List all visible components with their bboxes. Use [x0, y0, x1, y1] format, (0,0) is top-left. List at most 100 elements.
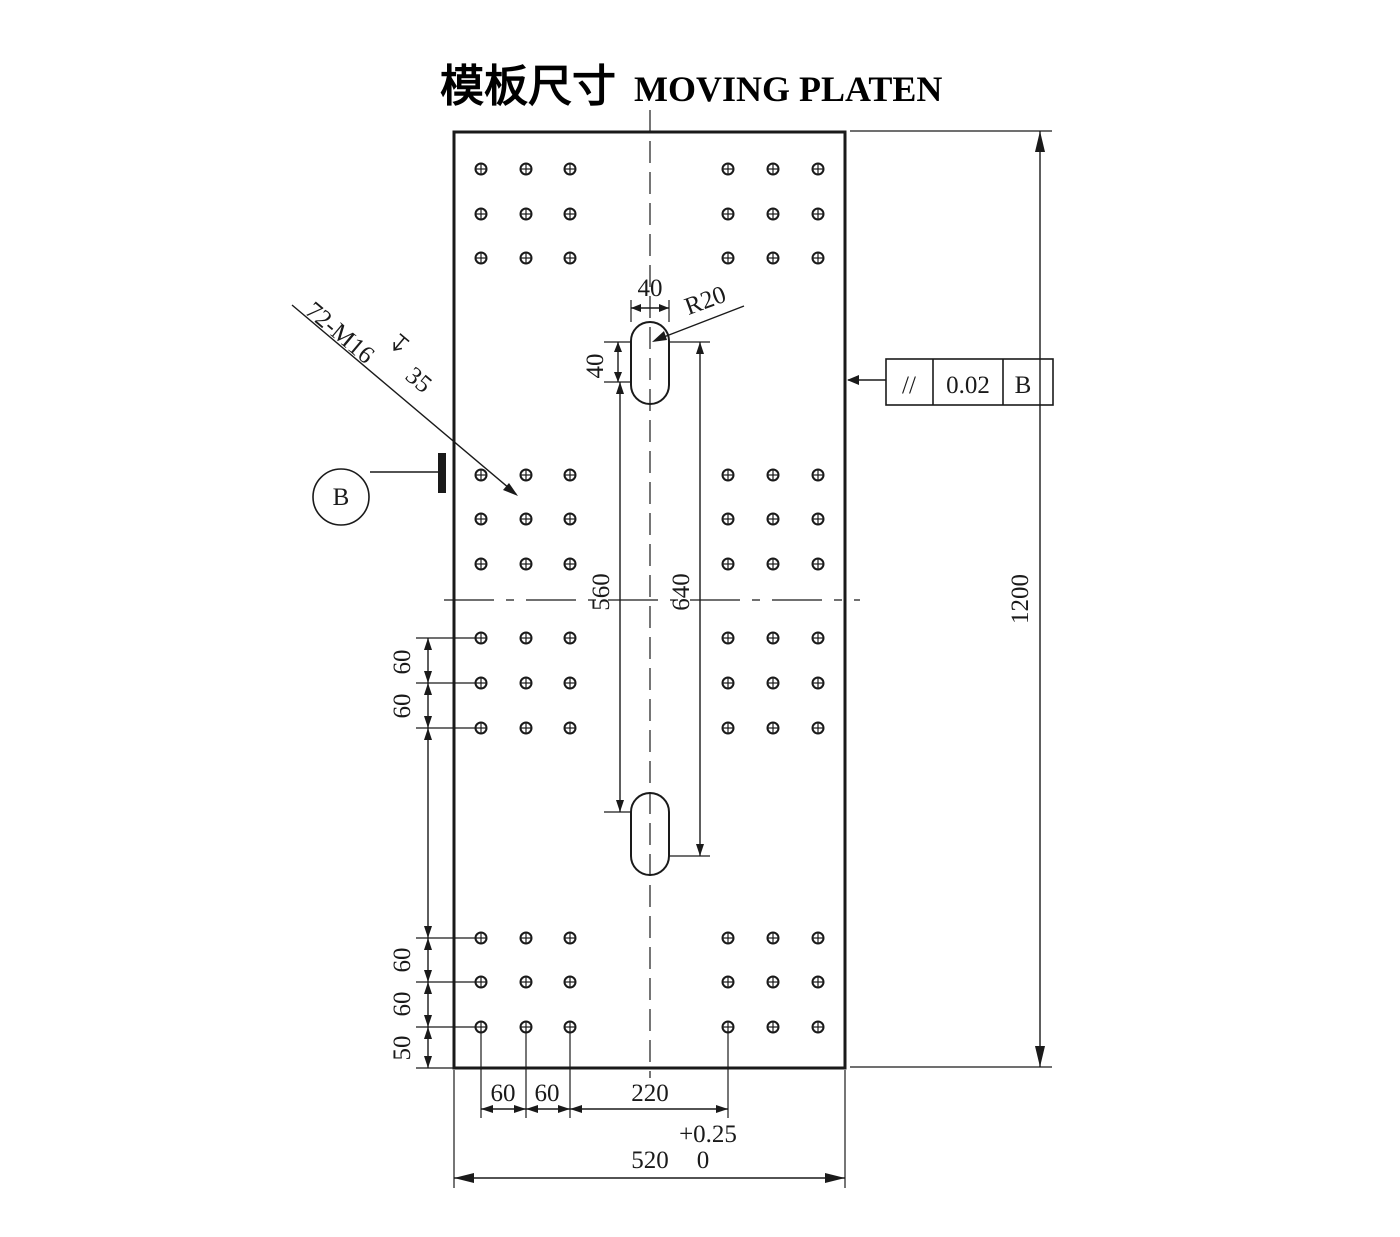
tapped-hole: [766, 512, 780, 526]
slot-outer-span-label: 640: [668, 573, 695, 611]
tapped-hole: [474, 162, 488, 176]
tapped-hole: [766, 676, 780, 690]
tapped-hole: [519, 975, 533, 989]
upper-pitch-2-label: 60: [389, 694, 416, 719]
tapped-hole: [721, 721, 735, 735]
tapped-hole: [721, 631, 735, 645]
horizontal-pitch-1-label: 60: [491, 1080, 516, 1107]
tapped-hole: [811, 251, 825, 265]
datum-label: B: [333, 484, 350, 511]
tapped-hole: [766, 721, 780, 735]
tapped-hole: [721, 931, 735, 945]
tapped-hole: [721, 975, 735, 989]
tolerance-datum: B: [1015, 372, 1032, 399]
tapped-hole: [519, 162, 533, 176]
tapped-hole: [721, 557, 735, 571]
slot-inner-span-label: 560: [588, 573, 615, 611]
tapped-hole: [563, 975, 577, 989]
width-tolerance-upper: +0.25: [679, 1121, 737, 1148]
tapped-hole: [811, 512, 825, 526]
platen-height-label: 1200: [1007, 574, 1034, 624]
tapped-hole: [474, 975, 488, 989]
tolerance-frame: [885, 358, 1054, 406]
horizontal-pitch-2-label: 60: [535, 1080, 560, 1107]
lower-pitch-1-label: 60: [389, 948, 416, 973]
tapped-hole: [721, 512, 735, 526]
datum-circle: [312, 468, 370, 526]
tapped-hole: [563, 207, 577, 221]
upper-slot: [630, 321, 670, 405]
tapped-hole: [766, 468, 780, 482]
tapped-hole: [811, 162, 825, 176]
tapped-hole: [474, 251, 488, 265]
tapped-hole: [474, 721, 488, 735]
tapped-hole: [474, 468, 488, 482]
tapped-hole: [811, 931, 825, 945]
tapped-hole: [563, 251, 577, 265]
slot-width-label: 40: [638, 275, 663, 302]
tapped-hole: [519, 468, 533, 482]
tapped-hole: [474, 631, 488, 645]
tapped-hole: [811, 975, 825, 989]
tapped-hole: [721, 251, 735, 265]
center-pitch-label: 220: [631, 1080, 669, 1107]
title-chinese: 模板尺寸: [440, 61, 616, 112]
tapped-hole: [563, 676, 577, 690]
lower-slot: [630, 792, 670, 876]
tapped-hole: [563, 721, 577, 735]
radius-leader: [655, 305, 745, 341]
tapped-hole: [811, 721, 825, 735]
tapped-hole: [811, 631, 825, 645]
tapped-hole: [519, 557, 533, 571]
tapped-hole: [519, 251, 533, 265]
datum-target-bar: [438, 453, 446, 493]
left-pitch-dimensions: [416, 637, 476, 1069]
bottom-pitch-dimensions: [480, 1030, 729, 1118]
hole-callout-leader: [291, 304, 517, 495]
tapped-hole: [474, 207, 488, 221]
title-english: MOVING PLATEN: [634, 69, 942, 109]
tapped-hole: [721, 676, 735, 690]
tapped-hole: [519, 676, 533, 690]
tapped-hole: [563, 512, 577, 526]
width-tolerance-lower: 0: [697, 1147, 710, 1174]
tapped-hole: [474, 557, 488, 571]
tapped-hole: [766, 207, 780, 221]
parallelism-symbol: //: [902, 372, 916, 399]
tapped-hole: [766, 631, 780, 645]
lower-pitch-2-label: 60: [389, 992, 416, 1017]
tapped-hole: [811, 1020, 825, 1034]
tapped-hole: [811, 557, 825, 571]
tapped-hole: [766, 975, 780, 989]
tolerance-value: 0.02: [946, 372, 990, 399]
tapped-hole: [563, 557, 577, 571]
tapped-hole: [811, 207, 825, 221]
tapped-hole: [474, 676, 488, 690]
tapped-hole: [766, 162, 780, 176]
hole-depth-label: 35: [400, 362, 437, 399]
tapped-hole: [563, 162, 577, 176]
upper-pitch-1-label: 60: [389, 650, 416, 675]
tapped-hole: [519, 721, 533, 735]
slot-end-height-label: 40: [582, 354, 609, 379]
tapped-hole: [766, 557, 780, 571]
tapped-hole: [519, 931, 533, 945]
platen-width-label: 520: [631, 1147, 669, 1174]
depth-symbol-icon: [393, 333, 410, 351]
tapped-hole: [519, 512, 533, 526]
tapped-hole: [811, 468, 825, 482]
tapped-hole: [563, 468, 577, 482]
tapped-hole: [474, 512, 488, 526]
tapped-hole: [474, 931, 488, 945]
tapped-hole: [766, 931, 780, 945]
tapped-hole: [721, 162, 735, 176]
tapped-hole: [766, 1020, 780, 1034]
tapped-hole: [563, 631, 577, 645]
hole-callout-label: 72-M16: [300, 297, 379, 369]
tapped-hole: [721, 207, 735, 221]
tapped-hole: [519, 631, 533, 645]
edge-distance-label: 50: [389, 1036, 416, 1061]
tapped-hole: [721, 468, 735, 482]
tapped-hole: [811, 676, 825, 690]
